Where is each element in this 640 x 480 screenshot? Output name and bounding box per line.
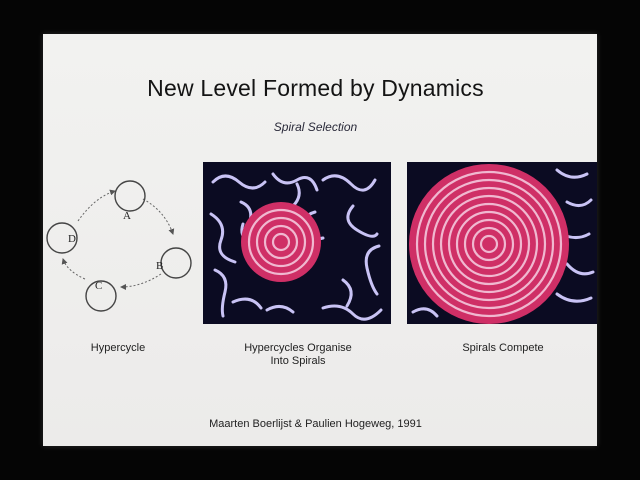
spiral-image-large: [407, 162, 597, 324]
node-b-label: B: [156, 260, 163, 272]
arrow-b-c: [120, 273, 162, 290]
node-a-label: A: [123, 210, 131, 222]
spiral-image-small: [203, 162, 391, 324]
slide-subtitle: Spiral Selection: [273, 120, 358, 134]
spiral-center: [241, 202, 321, 282]
node-c-label: C: [95, 280, 102, 292]
node-b: B: [156, 247, 192, 279]
node-d: D: [46, 222, 78, 254]
caption-line: Hypercycle: [90, 342, 146, 354]
node-a: A: [114, 180, 146, 222]
arrow-d-a: [77, 189, 116, 222]
slide-title: New Level Formed by Dynamics: [147, 75, 484, 101]
caption-line: Hypercycles Organise: [244, 342, 352, 354]
caption-compete: Spirals Compete: [428, 342, 578, 355]
caption-line: Spirals Compete: [462, 342, 544, 354]
slide: New Level Formed by Dynamics Spiral Sele…: [43, 34, 597, 446]
caption-line: Into Spirals: [270, 355, 326, 367]
hypercycle-diagram: A B C D: [46, 180, 192, 312]
credit-line: Maarten Boerlijst & Paulien Hogeweg, 199…: [209, 418, 422, 430]
node-c: C: [85, 280, 117, 312]
spiral-rings: [415, 170, 563, 318]
spiral-rings: [247, 208, 315, 276]
arrow-a-b: [142, 198, 175, 235]
arrow-c-d: [61, 258, 86, 280]
node-d-label: D: [68, 233, 76, 245]
caption-organise: Hypercycles Organise Into Spirals: [218, 342, 378, 368]
caption-hypercycle: Hypercycle: [63, 342, 173, 355]
